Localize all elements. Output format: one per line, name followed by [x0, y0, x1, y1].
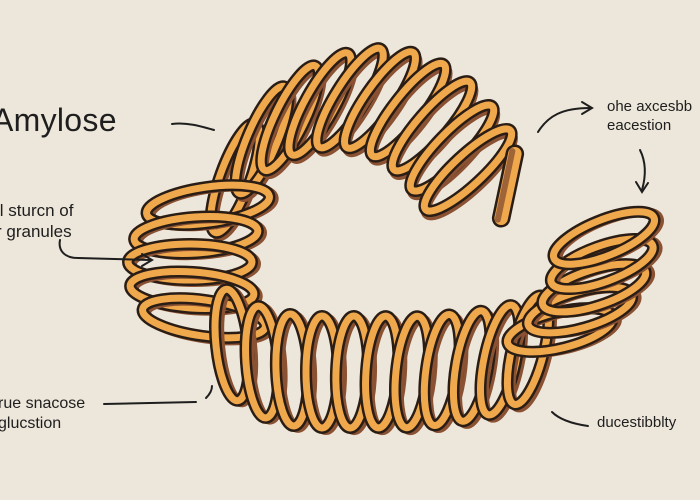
coil-ring — [128, 210, 267, 261]
starch-granules-line-1: ll sturcn of — [0, 201, 74, 220]
arrow-right-top — [537, 101, 594, 133]
arrow-left-mid — [58, 239, 154, 267]
arrow-left-bottom — [103, 385, 213, 405]
coil-ring — [122, 238, 261, 287]
glucose-line-1: rue snacose — [0, 395, 86, 412]
coil-ring — [447, 304, 500, 429]
arrow-right-mid — [635, 149, 649, 194]
coil-ring — [544, 232, 663, 296]
coil-ring — [404, 98, 501, 201]
accessible-line-2: eacestion — [607, 116, 672, 134]
arrow-right-bottom — [551, 411, 589, 427]
accessible-line-1: ohe axcesbb — [607, 98, 693, 115]
glucose-label: rue snacose glucstion — [0, 394, 85, 434]
title-label: Amylose — [0, 102, 117, 138]
glucose-line-2: glucstion — [0, 415, 62, 432]
coil-ring — [124, 265, 263, 316]
accessible-label: ohe axcesbb eacestion — [607, 98, 692, 136]
coil-ring — [418, 122, 518, 221]
digestibility-label: ducestibblty — [597, 414, 677, 431]
coil-ring — [136, 292, 275, 346]
starch-granules-label: ll sturcn of r granules — [0, 200, 73, 243]
coil-ring — [536, 258, 656, 318]
coil-ring — [547, 205, 664, 271]
starch-granules-line-2: r granules — [0, 222, 72, 242]
amylose-helix-coil — [122, 42, 664, 436]
fragment-capsule — [491, 144, 525, 228]
arrow-title — [171, 122, 215, 131]
